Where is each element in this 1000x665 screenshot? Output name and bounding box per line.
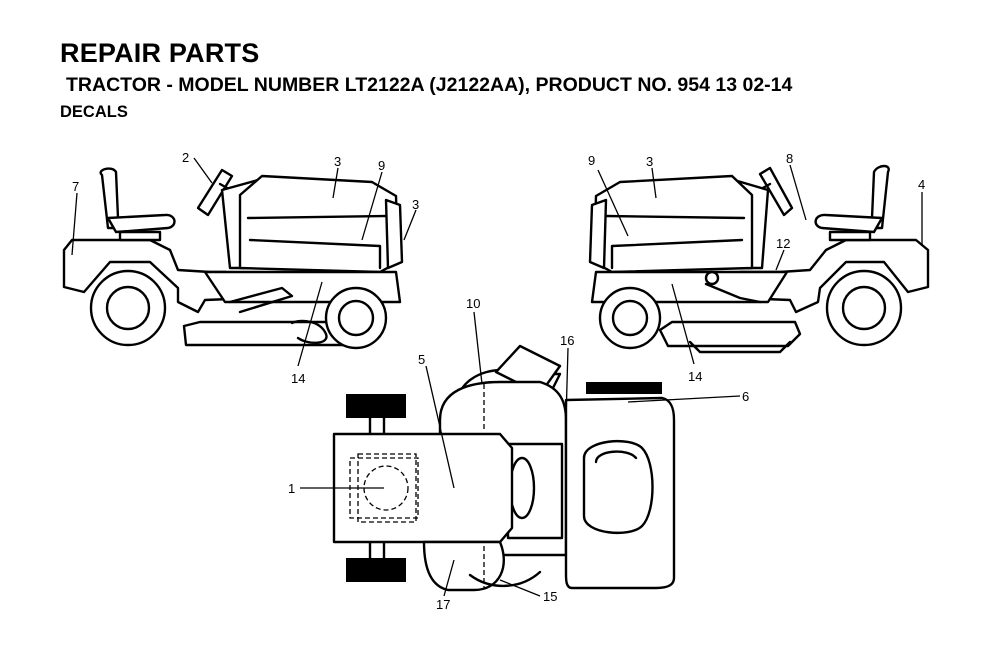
hood-seam: [246, 214, 388, 220]
callout-9: 9: [588, 153, 595, 168]
seat-base-right: [828, 230, 872, 242]
leader-14a: [297, 281, 323, 367]
deck-discharge-right: [688, 340, 792, 354]
front-wheel-hub: [337, 299, 375, 337]
seat-top: [582, 439, 654, 535]
callout-6: 6: [742, 389, 749, 404]
callouts-top: 10 16 5 6 1 17 15: [288, 296, 749, 612]
mower-deck-right: [658, 320, 802, 348]
steering-wheel-right: [758, 166, 794, 217]
hood-right: [592, 174, 754, 274]
callout-14: 14: [688, 369, 702, 384]
hood-side-panel: [248, 238, 382, 270]
foot-pedal: [228, 286, 294, 314]
front-axle: [368, 416, 386, 560]
callout-4: 4: [918, 177, 925, 192]
tractor-left-side-view: [62, 157, 417, 367]
hood-front-top: [332, 432, 514, 544]
leader-12: [775, 249, 785, 271]
callout-9: 9: [378, 158, 385, 173]
leader-2: [193, 157, 213, 184]
callout-15: 15: [543, 589, 557, 604]
grille: [384, 198, 404, 270]
leader-14b: [671, 283, 695, 365]
callout-12: 12: [776, 236, 790, 251]
seat-top-inner: [594, 450, 638, 464]
callout-3: 3: [412, 197, 419, 212]
leader-7: [71, 192, 78, 256]
leader-17: [443, 559, 455, 597]
hood: [238, 174, 400, 274]
model-subtitle: TRACTOR - MODEL NUMBER LT2122A (J2122AA)…: [66, 74, 793, 96]
callout-10: 10: [466, 296, 480, 311]
leader-16: [565, 347, 569, 421]
callout-5: 5: [418, 352, 425, 367]
callout-17: 17: [436, 597, 450, 612]
leader-8: [789, 164, 807, 221]
leader-15: [499, 579, 541, 597]
seat-base: [118, 230, 162, 242]
deck-chute-top: [468, 570, 542, 588]
fuel-tank-top: [422, 540, 505, 592]
page-title: REPAIR PARTS: [60, 38, 260, 68]
callout-2: 2: [182, 150, 189, 165]
leader-3a: [332, 167, 339, 199]
front-tire-bottom: [346, 558, 406, 582]
seat-cushion-right: [814, 213, 884, 234]
deck-decal-14: [290, 319, 328, 344]
callout-14: 14: [291, 371, 305, 386]
callout-3: 3: [334, 154, 341, 169]
leader-10: [473, 311, 483, 385]
tractor-right-side-view: [588, 164, 930, 365]
tractor-top-view: [300, 311, 741, 597]
callout-7: 7: [72, 179, 79, 194]
fuel-cap: [704, 270, 720, 286]
leader-5: [425, 365, 455, 489]
leader-9a: [361, 171, 383, 241]
rear-wheel-hub-right: [841, 285, 887, 331]
front-wheel-hub-right: [611, 299, 649, 337]
callout-1: 1: [288, 481, 295, 496]
rear-tire-top: [586, 382, 662, 394]
callout-3: 3: [646, 154, 653, 169]
leader-3b: [403, 209, 417, 241]
steering-wheel: [196, 168, 234, 217]
seat-back-top: [508, 456, 536, 520]
rear-wheel-hub: [105, 285, 151, 331]
front-tire-top: [346, 394, 406, 418]
leader-6: [627, 395, 741, 403]
seat-cushion: [106, 213, 176, 234]
hood-seam-right: [604, 214, 746, 220]
leader-3c: [651, 167, 657, 199]
section-label: DECALS: [60, 103, 128, 121]
hood-side-panel-right: [610, 238, 744, 270]
grille-right: [588, 198, 608, 270]
callout-8: 8: [786, 151, 793, 166]
callout-16: 16: [560, 333, 574, 348]
callouts-left: 2 3 9 7 3 14: [72, 150, 419, 386]
leader-9b: [597, 169, 629, 237]
callouts-right: 9 3 8 4 12 14: [588, 151, 925, 384]
lift-lever: [704, 282, 762, 304]
